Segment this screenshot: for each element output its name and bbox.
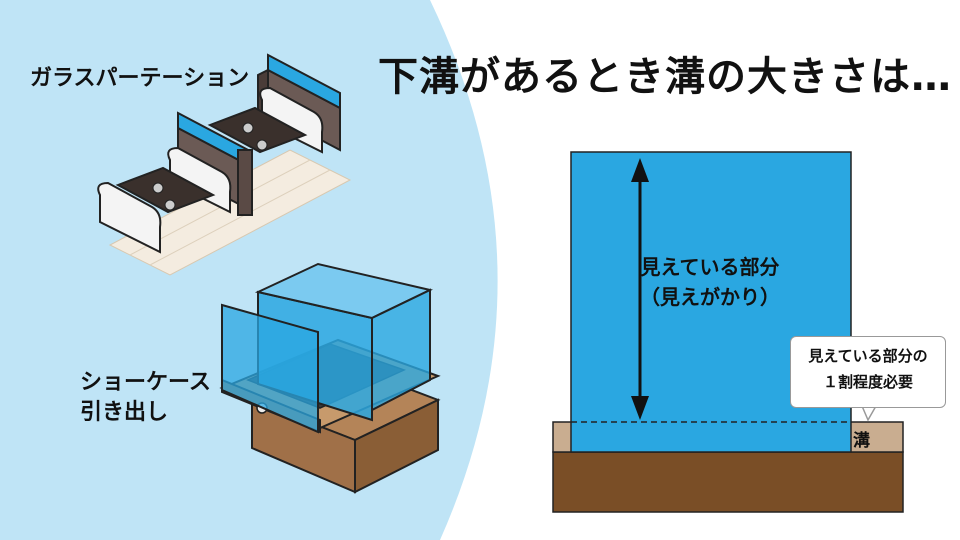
callout-line1: 見えている部分の: [808, 347, 928, 365]
glass-partition-illustration: [97, 53, 352, 276]
visible-part-label: 見えている部分 （見えがかり）: [570, 252, 850, 312]
page-title: 下溝があるとき溝の大きさは…: [378, 54, 952, 100]
visible-part-line2: （見えがかり）: [640, 285, 780, 309]
showcase-label-line1: ショーケース: [80, 370, 211, 395]
visible-part-line1: 見えている部分: [640, 255, 780, 279]
callout-pointer: [860, 405, 878, 422]
showcase-illustration: [219, 262, 441, 494]
callout-box: 見えている部分の １割程度必要: [790, 336, 946, 408]
glass-partition-label: ガラスパーテーション: [30, 66, 250, 91]
callout-line2: １割程度必要: [822, 373, 913, 391]
showcase-label-line2: 引き出し: [80, 400, 169, 425]
groove-label: 溝: [853, 431, 870, 451]
height-arrow: [631, 158, 649, 420]
base-block: [552, 451, 904, 513]
showcase-drawer-label: ショーケース 引き出し: [80, 368, 211, 428]
